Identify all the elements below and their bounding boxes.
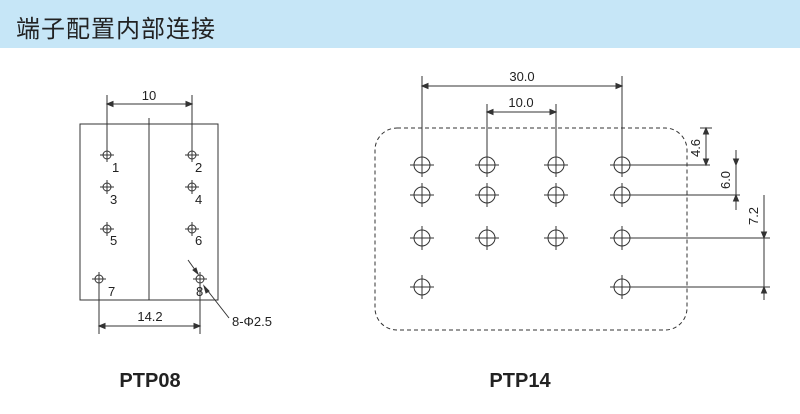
ptp08-pin-label-7: 7 bbox=[108, 284, 115, 299]
ptp08-pin-1 bbox=[100, 148, 114, 162]
arrow bbox=[485, 108, 494, 116]
arrow bbox=[185, 100, 194, 108]
ptp08-pin-label-4: 4 bbox=[195, 192, 202, 207]
ptp14-pin-r2c3 bbox=[544, 183, 568, 207]
ptp14-pin-r1c3 bbox=[544, 153, 568, 177]
arrow bbox=[760, 285, 768, 294]
ptp14-pin-r1c2 bbox=[475, 153, 499, 177]
ptp08-pin-2 bbox=[185, 148, 199, 162]
arrow bbox=[202, 284, 210, 294]
ptp14-pin-r3c2 bbox=[475, 226, 499, 250]
arrow bbox=[732, 193, 740, 202]
ptp14-pin-r2c4 bbox=[610, 183, 740, 207]
ptp14-pin-r2c2 bbox=[475, 183, 499, 207]
ptp14-pin-r3c1 bbox=[410, 226, 434, 250]
arrow bbox=[97, 322, 106, 330]
ptp08-dim-top-label: 10 bbox=[142, 88, 156, 103]
ptp14-dim-right-1-label: 4.6 bbox=[688, 139, 703, 157]
arrow bbox=[105, 100, 114, 108]
ptp08-pin-6 bbox=[185, 222, 199, 236]
ptp14-dim-right-3-label: 7.2 bbox=[746, 207, 761, 225]
ptp14-pin-r1c1 bbox=[410, 153, 434, 177]
ptp08-pin-7 bbox=[92, 272, 106, 286]
arrow bbox=[193, 322, 202, 330]
ptp14-pin-r4c4 bbox=[610, 275, 770, 299]
ptp14-outline bbox=[374, 127, 688, 331]
ptp08-hole-note: 8-Φ2.5 bbox=[232, 314, 272, 329]
ptp08-pin-label-5: 5 bbox=[110, 233, 117, 248]
ptp14-pin-r3c3 bbox=[544, 226, 568, 250]
arrow bbox=[420, 82, 429, 90]
ptp14-pin-r1c4 bbox=[610, 153, 710, 177]
ptp08-dim-bottom-label: 14.2 bbox=[137, 309, 162, 324]
arrow bbox=[615, 82, 624, 90]
ptp08-pin-label-8: 8 bbox=[196, 284, 203, 299]
ptp08-pin-label-2: 2 bbox=[195, 160, 202, 175]
arrow bbox=[760, 231, 768, 240]
ptp08-pin-8 bbox=[193, 272, 207, 286]
ptp08-pin-label-1: 1 bbox=[112, 160, 119, 175]
ptp14-pin-r4c1 bbox=[410, 275, 434, 299]
arrow bbox=[702, 158, 710, 167]
header-band bbox=[0, 0, 800, 48]
ptp08-pin-3 bbox=[100, 180, 114, 194]
ptp08-pin-label-3: 3 bbox=[110, 192, 117, 207]
arrow bbox=[549, 108, 558, 116]
ptp14-dim-inner-label: 10.0 bbox=[508, 95, 533, 110]
ptp14-pin-r3c4 bbox=[610, 226, 770, 250]
arrow bbox=[702, 126, 710, 135]
ptp08-pin-label-6: 6 bbox=[195, 233, 202, 248]
ptp14-model-label: PTP14 bbox=[489, 370, 551, 392]
ptp14-dim-outer-label: 30.0 bbox=[509, 69, 534, 84]
page-title: 端子配置内部连接 bbox=[16, 15, 216, 43]
ptp08-pin-4 bbox=[185, 180, 199, 194]
ptp08-pin-5 bbox=[100, 222, 114, 236]
ptp14-dim-right-2-label: 6.0 bbox=[718, 171, 733, 189]
arrow bbox=[192, 267, 200, 276]
arrow bbox=[732, 158, 740, 167]
ptp08-model-label: PTP08 bbox=[119, 370, 180, 392]
ptp14-pin-r2c1 bbox=[410, 183, 434, 207]
